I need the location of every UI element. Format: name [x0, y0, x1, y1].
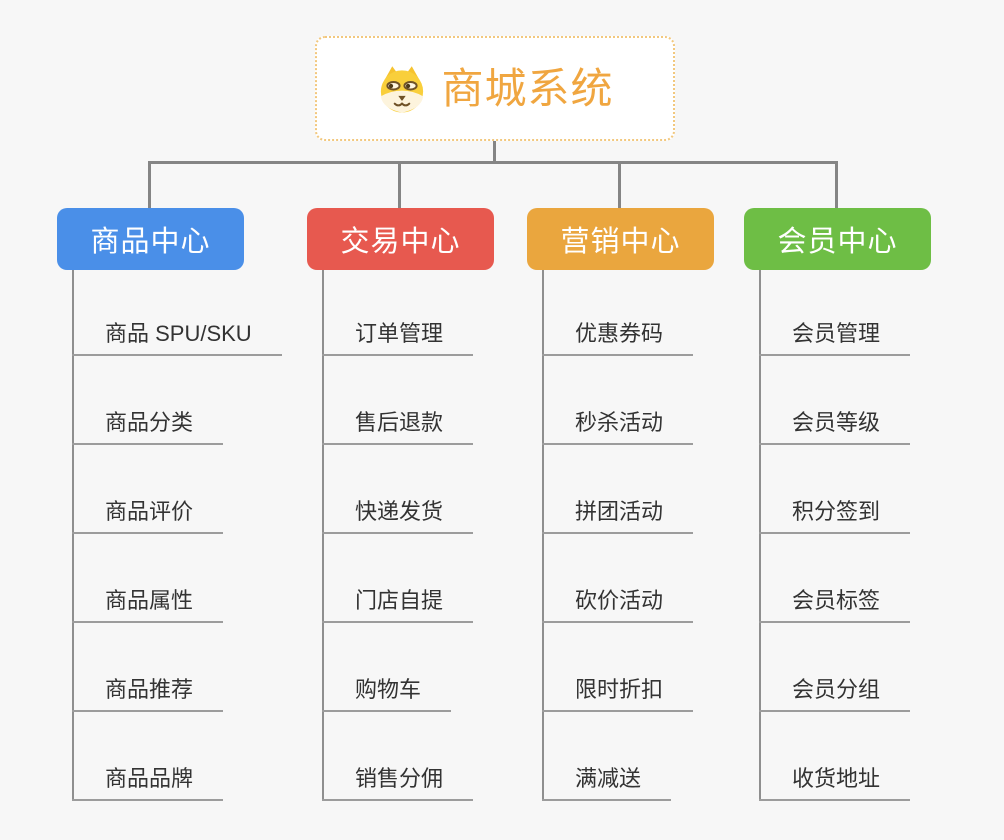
- connector-branch-drop: [148, 161, 151, 209]
- root-title: 商城系统: [441, 64, 614, 112]
- dog-face-icon: [376, 63, 428, 115]
- leaf-node[interactable]: 购物车: [322, 670, 452, 712]
- branch-header-2[interactable]: 营销中心: [527, 208, 714, 270]
- leaf-node[interactable]: 拼团活动: [542, 492, 694, 534]
- leaf-node[interactable]: 砍价活动: [542, 581, 694, 623]
- leaf-node[interactable]: 满减送: [542, 759, 672, 801]
- branch-trunk-line: [72, 270, 74, 801]
- leaf-node[interactable]: 商品品牌: [72, 759, 224, 801]
- leaf-node[interactable]: 商品评价: [72, 492, 224, 534]
- leaf-node[interactable]: 快递发货: [322, 492, 474, 534]
- leaf-node[interactable]: 秒杀活动: [542, 403, 694, 445]
- leaf-node[interactable]: 会员标签: [759, 581, 911, 623]
- branch-header-3[interactable]: 会员中心: [744, 208, 931, 270]
- leaf-node[interactable]: 商品推荐: [72, 670, 224, 712]
- leaf-node[interactable]: 售后退款: [322, 403, 474, 445]
- connector-bus: [148, 161, 838, 164]
- leaf-node[interactable]: 会员管理: [759, 314, 911, 356]
- leaf-node[interactable]: 商品属性: [72, 581, 224, 623]
- leaf-node[interactable]: 订单管理: [322, 314, 474, 356]
- connector-branch-drop: [618, 161, 621, 209]
- branch-header-1[interactable]: 交易中心: [307, 208, 494, 270]
- branch-trunk-line: [542, 270, 544, 801]
- leaf-node[interactable]: 会员等级: [759, 403, 911, 445]
- root-node[interactable]: 商城系统: [315, 36, 675, 141]
- connector-root-drop: [493, 141, 496, 163]
- leaf-node[interactable]: 销售分佣: [322, 759, 474, 801]
- leaf-node[interactable]: 商品分类: [72, 403, 224, 445]
- branch-trunk-line: [759, 270, 761, 801]
- branch-trunk-line: [322, 270, 324, 801]
- leaf-node[interactable]: 限时折扣: [542, 670, 694, 712]
- branch-header-0[interactable]: 商品中心: [57, 208, 244, 270]
- connector-branch-drop: [835, 161, 838, 209]
- leaf-node[interactable]: 积分签到: [759, 492, 911, 534]
- connector-branch-drop: [398, 161, 401, 209]
- leaf-node[interactable]: 会员分组: [759, 670, 911, 712]
- leaf-node[interactable]: 收货地址: [759, 759, 911, 801]
- leaf-node[interactable]: 商品 SPU/SKU: [72, 314, 282, 356]
- leaf-node[interactable]: 优惠券码: [542, 314, 694, 356]
- leaf-node[interactable]: 门店自提: [322, 581, 474, 623]
